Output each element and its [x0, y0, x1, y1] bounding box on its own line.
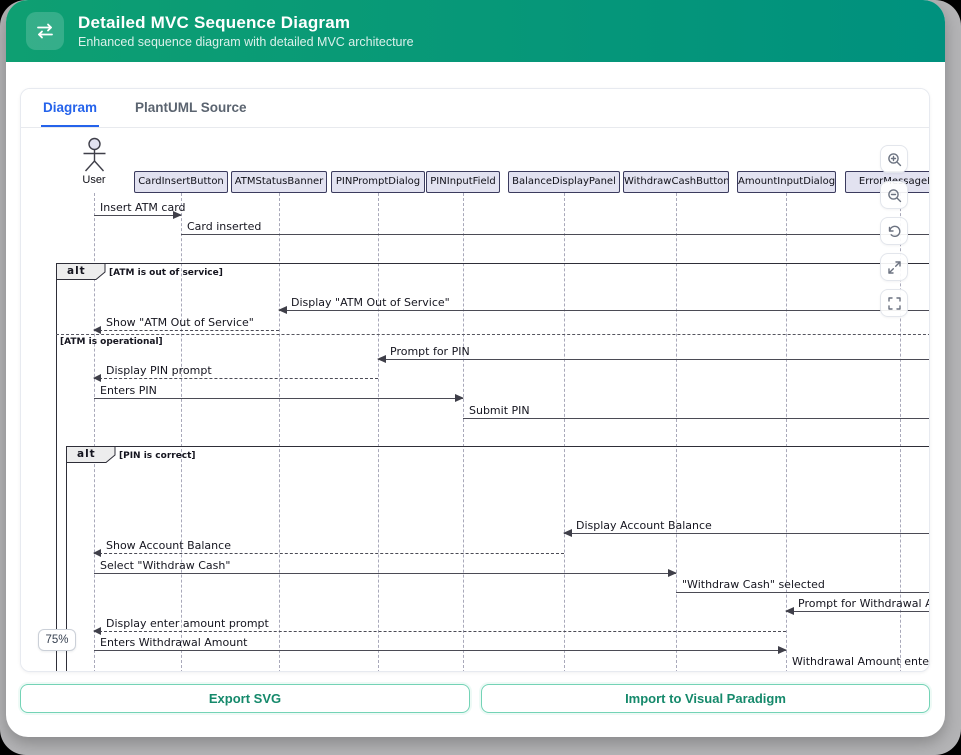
message-label: Select "Withdraw Cash" — [100, 559, 231, 572]
zoom-in-icon — [887, 152, 901, 166]
window: Detailed MVC Sequence Diagram Enhanced s… — [6, 0, 945, 737]
lifeline-amountinputdialog — [786, 193, 787, 671]
message-label: "Withdraw Cash" selected — [682, 578, 825, 591]
export-svg-button[interactable]: Export SVG — [20, 684, 470, 713]
message-show-account-balance: Show Account Balance — [93, 539, 564, 557]
diagram-viewport[interactable]: User CardInsertButton ATMStatusBanner PI… — [21, 129, 929, 671]
fullscreen-icon — [887, 296, 901, 310]
zoom-out-button[interactable] — [880, 181, 908, 209]
message-label: Withdrawal Amount entered — [792, 655, 929, 668]
message-display-atm-out-of-service: Display "ATM Out of Service" — [278, 296, 929, 314]
app-header: Detailed MVC Sequence Diagram Enhanced s… — [6, 0, 945, 62]
actor-user-icon — [83, 137, 106, 172]
lifeline-balancedisplaypanel — [564, 193, 565, 671]
alt-fragment-pin-correct: alt [PIN is correct] — [66, 446, 929, 671]
page-subtitle: Enhanced sequence diagram with detailed … — [78, 35, 414, 49]
tab-diagram[interactable]: Diagram — [41, 89, 100, 127]
lifeline-atmstatusbanner — [279, 193, 280, 671]
lifeline-pininputfield — [463, 193, 464, 671]
message-display-pin-prompt: Display PIN prompt — [93, 364, 378, 382]
alt-condition: [ATM is out of service] — [109, 268, 223, 278]
message-enters-pin: Enters PIN — [94, 384, 464, 402]
lifeline-withdrawcashbutton — [676, 193, 677, 671]
message-withdraw-cash-selected: "Withdraw Cash" selected — [676, 578, 929, 593]
message-label: Submit PIN — [469, 404, 530, 417]
participant-pinpromptdialog: PINPromptDialog — [331, 171, 425, 193]
reset-view-icon — [888, 225, 900, 237]
message-label: Prompt for Withdrawal Amount — [798, 597, 929, 610]
tab-plantuml-source[interactable]: PlantUML Source — [135, 99, 247, 115]
alt-condition: [PIN is correct] — [119, 451, 196, 461]
zoom-controls — [880, 145, 908, 317]
message-prompt-for-pin: Prompt for PIN — [377, 345, 929, 363]
message-display-enter-amount-prompt: Display enter amount prompt — [93, 617, 786, 635]
message-submit-pin: Submit PIN — [463, 404, 929, 419]
page-title: Detailed MVC Sequence Diagram — [78, 13, 351, 32]
alt-keyword: alt — [77, 448, 96, 460]
alt-else-condition: [ATM is operational] — [60, 337, 163, 347]
participant-balancedisplaypanel: BalanceDisplayPanel — [508, 171, 620, 193]
message-label: Enters Withdrawal Amount — [100, 636, 248, 649]
lifeline-errormessagebanner — [900, 193, 901, 671]
zoom-level-badge: 75% — [38, 629, 76, 651]
message-insert-atm-card: Insert ATM card — [94, 201, 186, 219]
message-label: Display enter amount prompt — [106, 617, 269, 630]
reset-view-button[interactable] — [880, 217, 908, 245]
message-label: Card inserted — [187, 220, 262, 233]
import-visual-paradigm-button[interactable]: Import to Visual Paradigm — [481, 684, 930, 713]
alt-keyword: alt — [67, 265, 86, 277]
message-enters-withdrawal-amount: Enters Withdrawal Amount — [94, 636, 787, 654]
message-show-atm-out-of-service: Show "ATM Out of Service" — [93, 316, 279, 334]
message-label: Enters PIN — [100, 384, 157, 397]
header-text: Detailed MVC Sequence Diagram Enhanced s… — [78, 13, 414, 49]
fullscreen-button[interactable] — [880, 289, 908, 317]
message-label: Show Account Balance — [106, 539, 231, 552]
participant-cardinsertbutton: CardInsertButton — [134, 171, 228, 193]
actor-user-label: User — [82, 174, 106, 186]
zoom-in-button[interactable] — [880, 145, 908, 173]
message-prompt-for-withdrawal-amount: Prompt for Withdrawal Amount — [785, 597, 929, 615]
tab-bar: Diagram PlantUML Source — [21, 89, 929, 128]
message-card-inserted: Card inserted — [181, 220, 929, 235]
swap-horizontal-icon — [26, 12, 64, 50]
participant-atmstatusbanner: ATMStatusBanner — [231, 171, 327, 193]
maximize-button[interactable] — [880, 253, 908, 281]
diagram-card: Diagram PlantUML Source — [20, 88, 930, 672]
message-label: Display PIN prompt — [106, 364, 212, 377]
alt-fragment-atm-service: alt [ATM is out of service] [ATM is oper… — [56, 263, 929, 671]
participant-pininputfield: PINInputField — [426, 171, 500, 193]
alt-pentagon — [56, 263, 106, 280]
message-select-withdraw-cash: Select "Withdraw Cash" — [94, 559, 677, 577]
alt-pentagon — [66, 446, 116, 463]
lifeline-user — [94, 193, 95, 671]
maximize-icon — [887, 260, 901, 274]
lifeline-cardinsertbutton — [181, 193, 182, 671]
message-label: Prompt for PIN — [390, 345, 470, 358]
zoom-out-icon — [887, 188, 901, 202]
message-label: Insert ATM card — [100, 201, 186, 214]
participant-withdrawcashbutton: WithdrawCashButton — [623, 171, 729, 193]
participant-amountinputdialog: AmountInputDialog — [737, 171, 836, 193]
message-label: Display "ATM Out of Service" — [291, 296, 450, 309]
message-label: Display Account Balance — [576, 519, 712, 532]
lifeline-pinpromptdialog — [378, 193, 379, 671]
message-display-account-balance: Display Account Balance — [563, 519, 929, 537]
alt-else-divider — [56, 334, 929, 335]
message-label: Show "ATM Out of Service" — [106, 316, 254, 329]
